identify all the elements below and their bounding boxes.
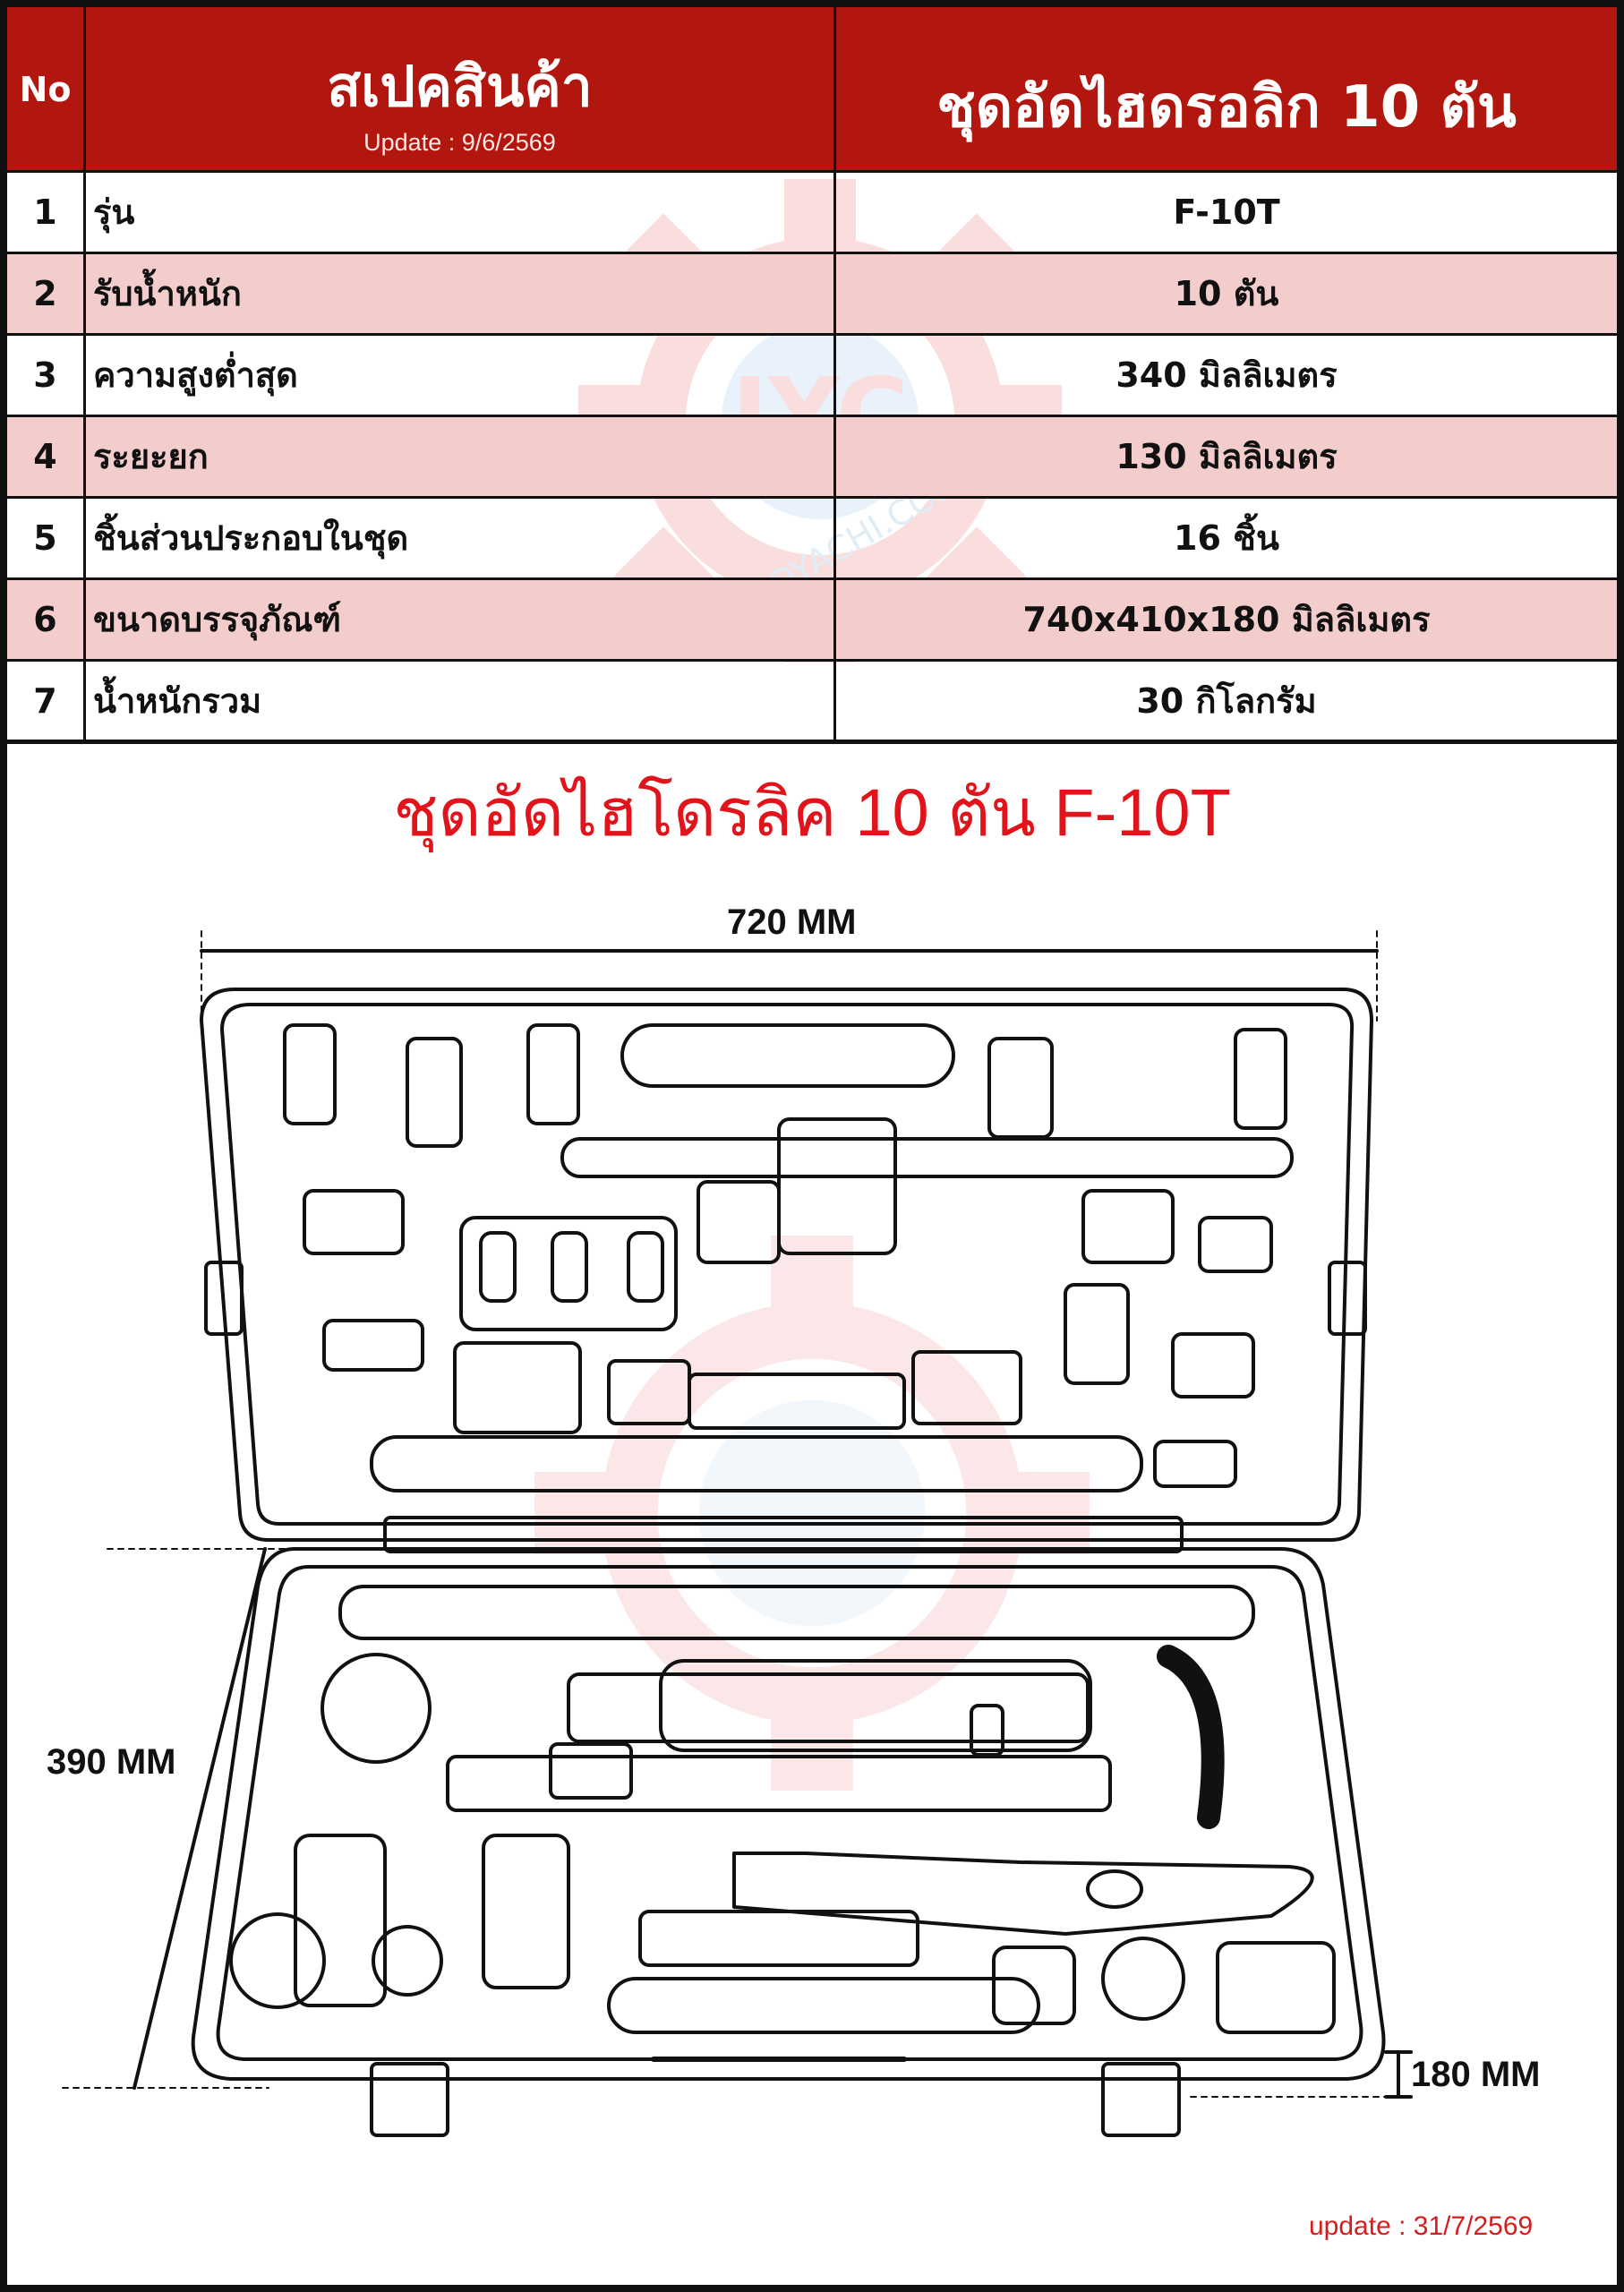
row-number: 3 [7,336,86,415]
header-product-cell: ชุดอัดไฮดรอลิก 10 ตัน [836,7,1617,170]
table-row: 7 น้ำหนักรวม 30 กิโลกรัม [7,659,1617,740]
row-spec: รับน้ำหนัก [86,254,836,333]
table-row: 6 ขนาดบรรจุภัณฑ์ 740x410x180 มิลลิเมตร [7,577,1617,659]
row-value: 130 มิลลิเมตร [1115,437,1338,476]
update-note: update : 31/7/2569 [1309,2211,1534,2241]
row-spec: น้ำหนักรวม [86,662,836,740]
row-spec: ระยะยก [86,417,836,496]
row-value: F-10T [1173,192,1280,232]
header-no-cell: No [7,7,86,170]
table-row: 3 ความสูงต่ำสุด 340 มิลลิเมตร [7,333,1617,415]
row-number: 5 [7,499,86,577]
header-no-label: No [19,70,72,109]
row-number: 7 [7,662,86,740]
height-dimension-label: 180 MM [1411,2055,1541,2094]
row-number: 6 [7,580,86,659]
header-product-label: ชุดอัดไฮดรอลิก 10 ตัน [936,74,1517,141]
row-number: 1 [7,173,86,252]
width-dimension-label: 720 MM [727,902,857,942]
table-row: 1 รุ่น F-10T [7,170,1617,252]
row-value: 10 ตัน [1174,274,1279,313]
header-spec-label: สเปคสินค้า [327,54,593,119]
row-spec: ชิ้นส่วนประกอบในชุด [86,499,836,577]
row-value: 30 กิโลกรัม [1136,681,1317,721]
row-value: 740x410x180 มิลลิเมตร [1022,600,1431,639]
row-spec: รุ่น [86,173,836,252]
depth-dimension-label: 390 MM [47,1742,176,1782]
table-bottom-rule [7,740,1617,744]
table-row: 5 ชิ้นส่วนประกอบในชุด 16 ชิ้น [7,496,1617,577]
table-row: 4 ระยะยก 130 มิลลิเมตร [7,415,1617,496]
row-spec: ความสูงต่ำสุด [86,336,836,415]
table-row: 2 รับน้ำหนัก 10 ตัน [7,252,1617,333]
header-update-label: Update : 9/6/2569 [363,129,556,156]
row-number: 2 [7,254,86,333]
row-number: 4 [7,417,86,496]
row-spec: ขนาดบรรจุภัณฑ์ [86,580,836,659]
diagram-title: ชุดอัดไฮโดรลิค 10 ตัน F-10T [393,775,1231,850]
row-value: 340 มิลลิเมตร [1115,355,1338,395]
row-value: 16 ชิ้น [1174,518,1279,558]
header-spec-cell: สเปคสินค้า Update : 9/6/2569 [86,7,836,170]
